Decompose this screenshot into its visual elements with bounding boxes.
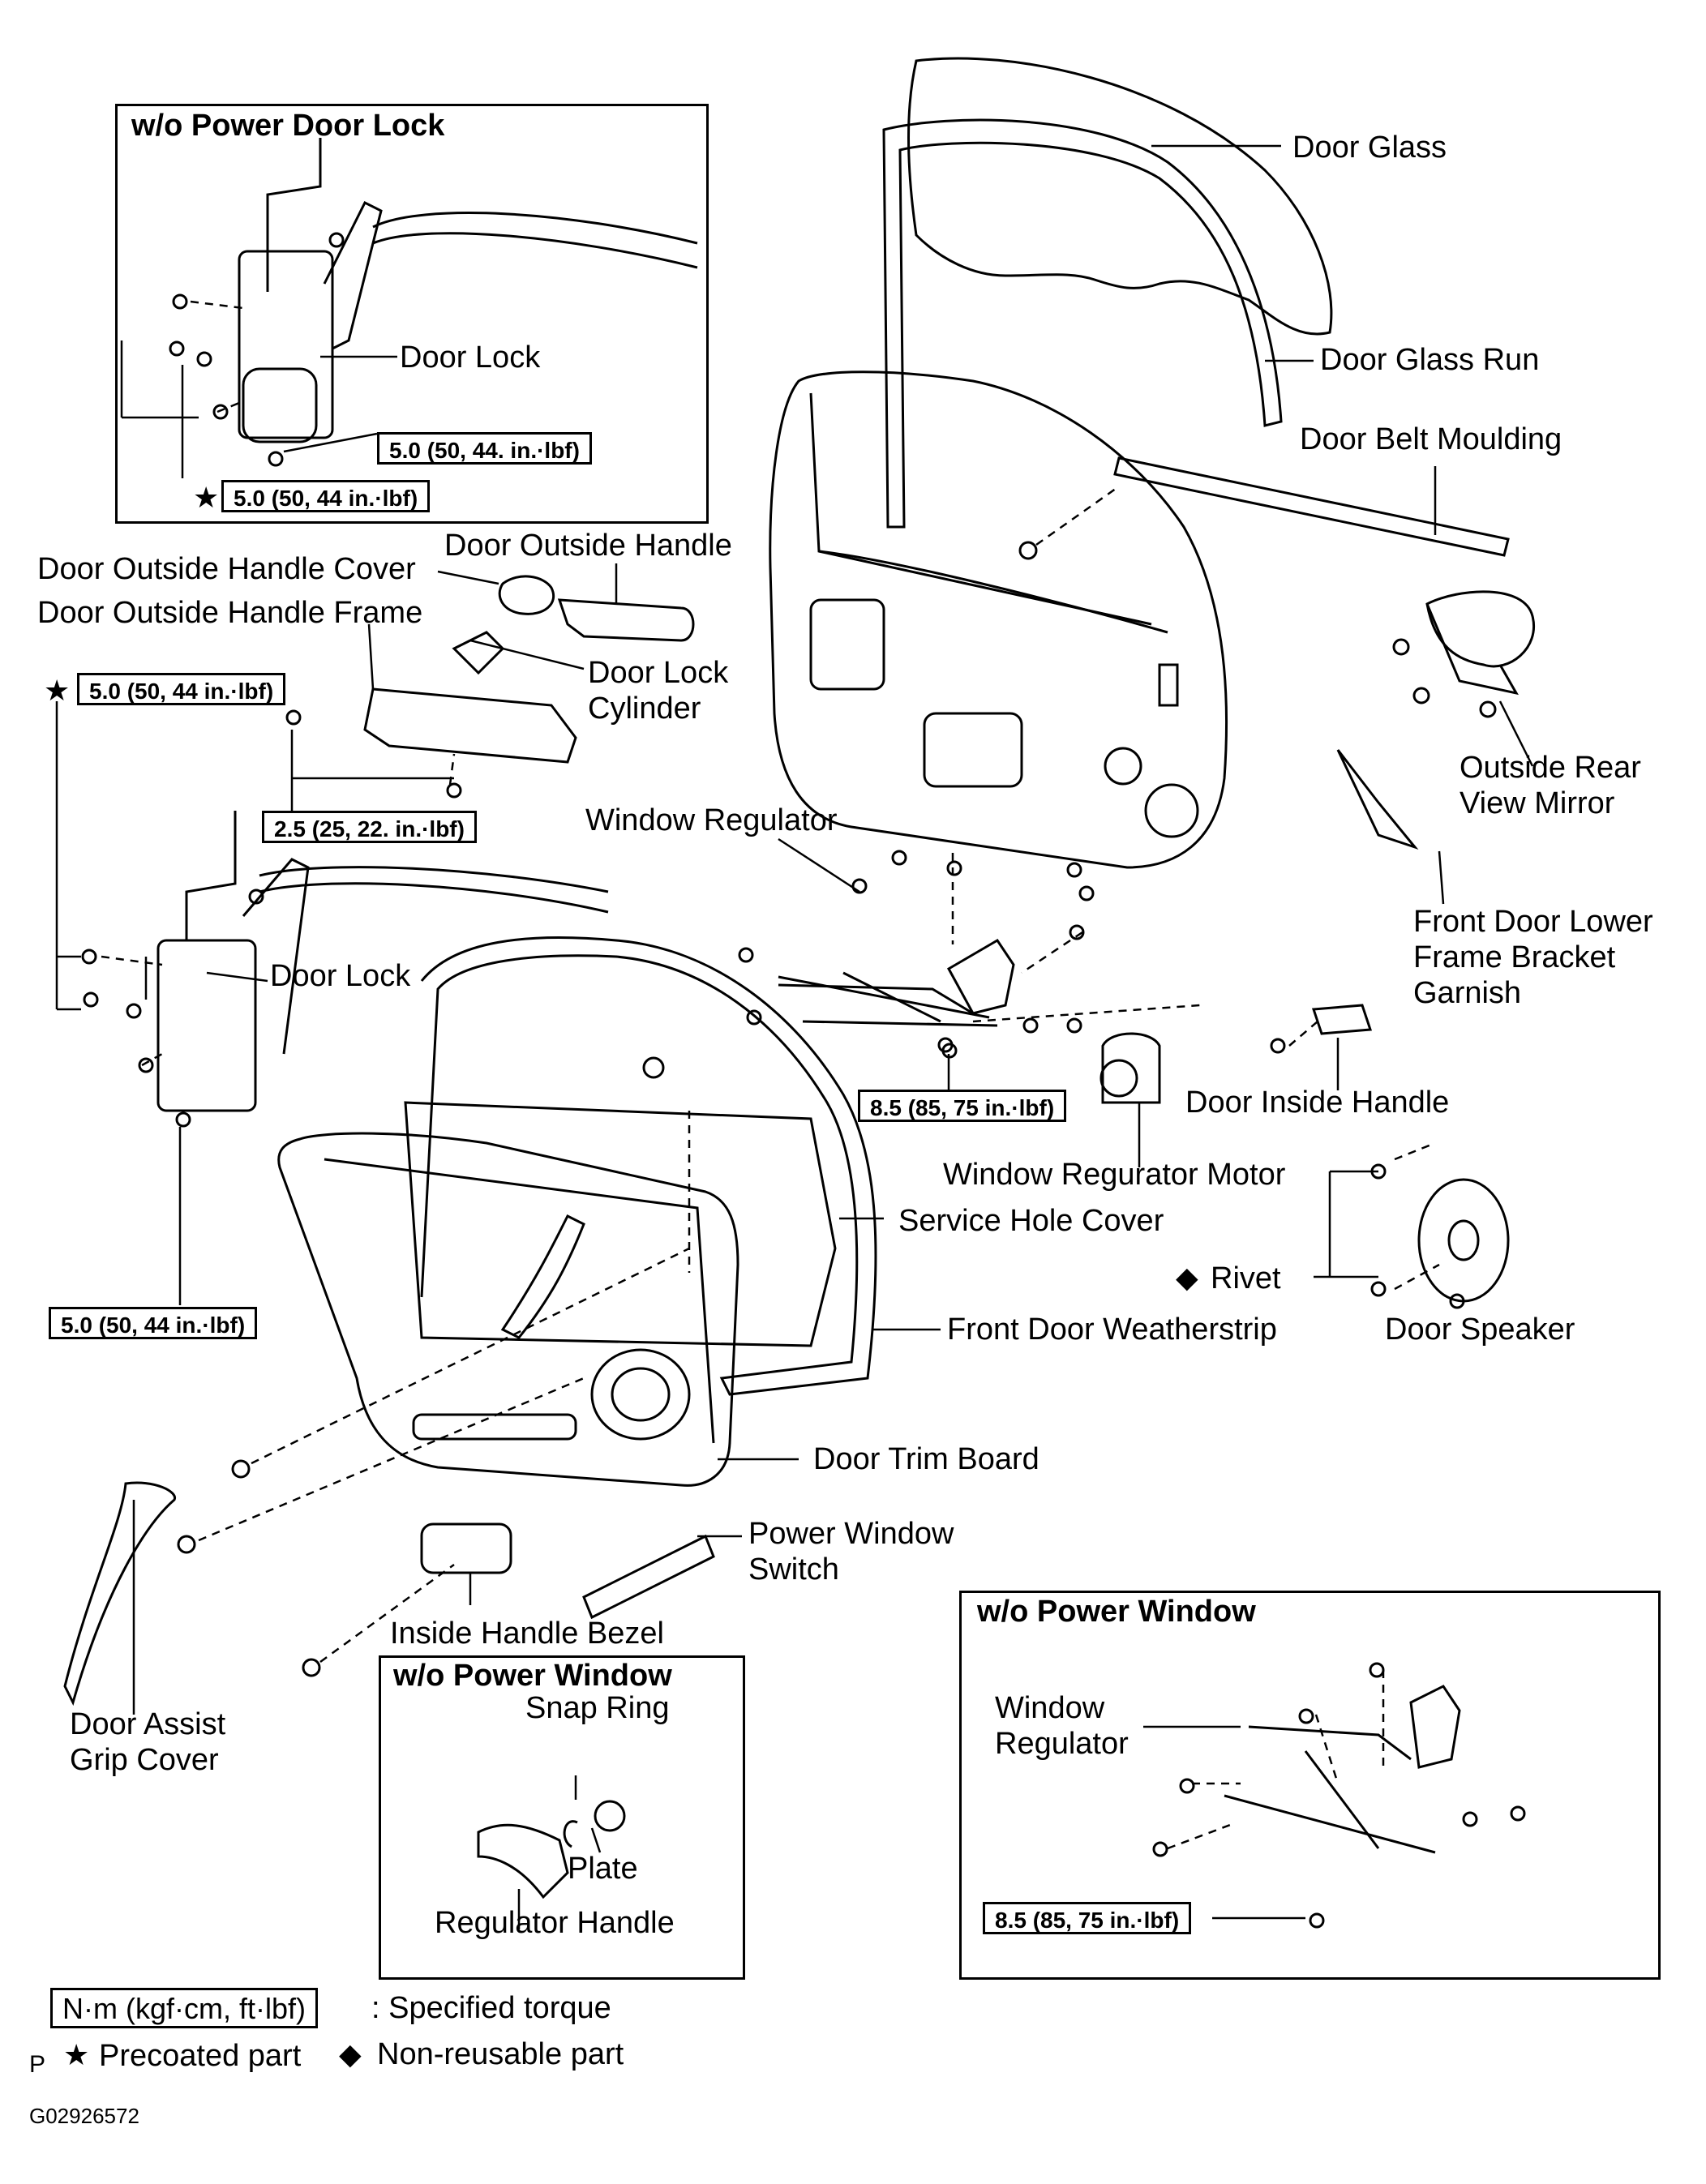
label-rivet: Rivet [1211,1261,1281,1295]
regulator-motor-part [1101,1032,1161,1104]
legend-star-icon: ★ [63,2038,90,2071]
handle-cover-part [498,575,555,615]
inside-handle-bezel-part [420,1522,512,1574]
power-window-right-title: w/o Power Window [977,1595,1256,1629]
handle-frame-part [363,687,577,764]
door-glass-part [907,57,1333,336]
door-trim-board-part [277,1132,739,1487]
label-outside-rear-view-mirror: Outside Rear View Mirror [1460,751,1641,820]
label-door-lock-top: Door Lock [400,340,541,375]
label-front-door-weatherstrip: Front Door Weatherstrip [947,1313,1277,1347]
label-door-lock-cylinder: Door Lock Cylinder [588,656,729,726]
torque-box-3: 5.0 (50, 44 in.·lbf) [77,673,286,705]
window-regulator-inset-part [1248,1725,1412,1761]
leader-lines [55,144,1534,1929]
legend-diamond-icon: ◆ [339,2037,362,2071]
torque-box-6: 5.0 (50, 44 in.·lbf) [49,1307,258,1339]
label-door-glass-run: Door Glass Run [1320,343,1540,377]
rivet-diamond-icon: ◆ [1176,1261,1198,1294]
front-door-weatherstrip-part [420,936,877,1396]
footer-p-mark: P [29,2051,46,2078]
label-inside-handle-bezel: Inside Handle Bezel [390,1617,664,1651]
legend-torque-unit-box: N·m (kgf·cm, ft·lbf) [50,1988,318,2028]
label-door-outside-handle: Door Outside Handle [444,529,732,563]
power-window-switch-part [582,1534,715,1620]
torque-box-1: 5.0 (50, 44. in.·lbf) [377,432,592,465]
label-door-lock-mid: Door Lock [270,959,411,993]
power-window-center-title: w/o Power Window [393,1659,672,1693]
service-hole-cover-part [404,1101,837,1347]
legend-precoated: Precoated part [99,2039,302,2073]
power-door-lock-title: w/o Power Door Lock [131,109,445,143]
precoated-star-icon-2: ★ [44,674,71,707]
door-inside-handle-part [1311,1004,1373,1035]
label-service-hole-cover: Service Hole Cover [898,1204,1164,1238]
power-door-lock-inset [115,104,709,524]
label-plate: Plate [568,1852,638,1886]
door-panel-part [769,370,1228,869]
legend-torque-desc: : Specified torque [371,1991,611,2025]
legend-nonreusable: Non-reusable part [377,2037,624,2071]
label-front-door-lower-frame-bracket-garnish: Front Door Lower Frame Bracket Garnish [1413,905,1653,1010]
plate-part [594,1800,626,1832]
label-door-speaker: Door Speaker [1385,1313,1575,1347]
label-door-belt-moulding: Door Belt Moulding [1300,422,1562,456]
power-window-center-inset [379,1655,745,1980]
label-power-window-switch: Power Window Switch [748,1517,954,1587]
door-speaker-part [1417,1178,1510,1303]
label-regulator-handle: Regulator Handle [435,1906,675,1940]
bolts [81,232,1526,1929]
label-window-regurator-motor: Window Regurator Motor [943,1158,1286,1192]
label-door-assist-grip-cover: Door Assist Grip Cover [70,1707,226,1777]
torque-box-7: 8.5 (85, 75 in.·lbf) [983,1902,1192,1934]
assist-grip-cover-part [63,1481,176,1707]
door-lock-mid-part [156,939,257,1112]
precoated-star-icon-1: ★ [193,481,220,514]
label-door-outside-handle-cover: Door Outside Handle Cover [37,552,416,586]
footer-code: G02926572 [29,2104,139,2128]
label-door-glass: Door Glass [1292,131,1447,165]
lock-cylinder-part [452,631,505,675]
label-door-inside-handle: Door Inside Handle [1185,1086,1450,1120]
torque-box-2: 5.0 (50, 44 in.·lbf) [221,480,431,512]
outside-rear-view-mirror-part [1425,590,1535,668]
label-window-regulator: Window Regulator [585,803,838,837]
torque-box-5: 8.5 (85, 75 in.·lbf) [858,1090,1067,1122]
door-belt-moulding-part [1113,456,1510,557]
door-glass-run-part [882,118,1283,529]
label-window-regulator-inset: Window Regulator [995,1691,1129,1761]
garnish-part [1336,749,1419,850]
label-door-outside-handle-frame: Door Outside Handle Frame [37,596,423,630]
guide-lines [101,300,1440,1850]
outside-handle-part [557,598,695,642]
label-door-trim-board: Door Trim Board [813,1442,1039,1476]
power-window-right-inset [959,1591,1661,1980]
label-snap-ring: Snap Ring [525,1691,670,1725]
door-lock-top-part [238,250,334,439]
torque-box-4: 2.5 (25, 22. in.·lbf) [262,811,477,843]
regulator-handle-part [477,1823,569,1899]
